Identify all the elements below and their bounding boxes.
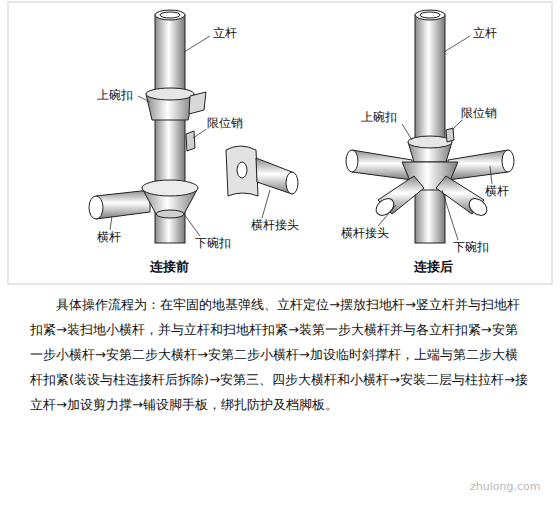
leader-line — [402, 124, 412, 140]
upper-bowl-rim — [408, 136, 452, 148]
tube-end — [466, 195, 490, 219]
leader-line — [110, 216, 112, 230]
tube-end — [346, 150, 358, 172]
leader-line — [490, 166, 492, 184]
tube-end — [373, 195, 397, 219]
tube-end — [502, 150, 514, 172]
lower-bowl-rim — [142, 180, 198, 196]
pole-bore — [420, 12, 440, 18]
joint-hole — [237, 162, 247, 178]
tube-end — [89, 196, 103, 219]
after-connection-figure — [346, 10, 514, 243]
leader-line — [184, 36, 210, 52]
joint-tube-end — [286, 172, 298, 194]
part-label: 上碗扣 — [96, 88, 134, 102]
pole-top — [415, 10, 445, 20]
lower-bowl-base — [156, 210, 184, 218]
part-label: 限位销 — [460, 106, 498, 120]
part-label: 横杆 — [96, 230, 122, 244]
leader-line — [184, 214, 200, 236]
leader-line — [444, 36, 470, 52]
pole-top — [155, 10, 185, 20]
part-label: 上碗扣 — [360, 110, 398, 124]
figure-caption: 连接前 — [150, 258, 189, 276]
procedure-paragraph: 具体操作流程为：在牢固的地基弹线、立杆定位→摆放扫地杆→竖立杆并与扫地杆扣紧→装… — [30, 292, 530, 417]
figure-caption: 连接后 — [414, 258, 453, 276]
before-connection-figure — [89, 10, 298, 243]
part-label: 横杆 — [484, 184, 510, 198]
upper-bowl-rim — [146, 88, 194, 100]
figure-frame — [8, 2, 552, 284]
leader-line — [378, 205, 396, 226]
part-label: 横杆接头 — [340, 226, 390, 240]
watermark: zhulong.com — [470, 480, 540, 493]
vertical-pole — [415, 15, 445, 243]
upper-bowl-lug — [189, 92, 206, 114]
part-label: 横杆接头 — [250, 218, 300, 232]
part-label: 下碗扣 — [452, 240, 490, 254]
part-label: 立杆 — [472, 26, 498, 40]
limit-pin — [446, 128, 454, 142]
horizontal-tube — [96, 190, 150, 219]
limit-pin — [186, 131, 195, 151]
pole-bore — [160, 12, 180, 18]
leader-lines — [110, 36, 492, 240]
leader-line — [138, 96, 150, 102]
part-label: 立杆 — [212, 26, 238, 40]
leader-line — [452, 120, 462, 130]
part-label: 下碗扣 — [194, 236, 232, 250]
tube-joint-plate — [226, 146, 258, 196]
part-label: 限位销 — [206, 116, 244, 130]
leader-line — [442, 190, 458, 240]
leader-line — [262, 190, 270, 218]
